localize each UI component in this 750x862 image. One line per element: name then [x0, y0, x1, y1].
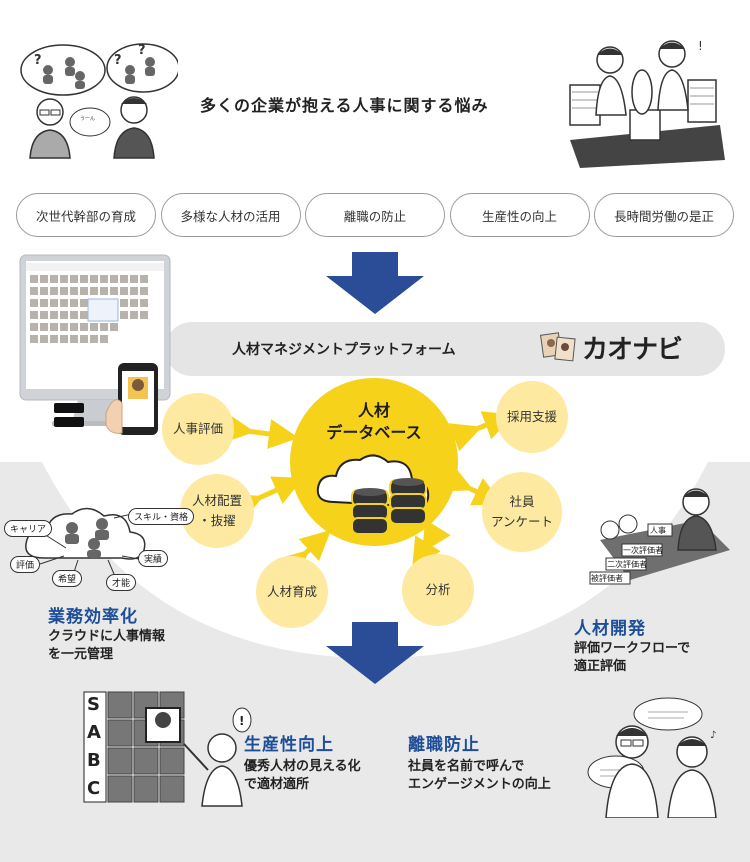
satellite-survey: 社員 アンケート — [482, 472, 562, 552]
satellite-label-line1: 人材配置 — [191, 493, 242, 508]
satellite-recruitment: 採用支援 — [496, 381, 568, 453]
evaluation-workflow-illustration — [589, 488, 730, 585]
satellite-training: 人材育成 — [256, 556, 328, 628]
cloud-database-icon — [316, 454, 430, 535]
database-title-line2: データベース — [326, 423, 422, 442]
worried-managers-illustration: ? ? ? うーん — [20, 43, 178, 159]
hr-info-cloud-illustration — [25, 507, 146, 575]
satellite-label: 人事評価 — [172, 421, 223, 436]
concern-pill: 離職の防止 — [305, 193, 445, 237]
hierarchy-label: 一次評価者 — [623, 546, 663, 555]
down-arrow-icon — [326, 252, 424, 314]
monitor-and-phone-illustration — [19, 254, 171, 435]
hub-connector-arrows — [223, 411, 515, 582]
satellite-label-line2: アンケート — [490, 514, 553, 529]
benefit-retention-text: 社員を名前で呼んで エンゲージメントの向上 — [408, 758, 551, 794]
svg-text:!: ! — [239, 714, 244, 728]
overwhelmed-workers-illustration: ! — [569, 39, 725, 168]
concern-pill: 生産性の向上 — [449, 193, 590, 237]
svg-text:!: ! — [698, 39, 703, 53]
concern-pill: 次世代幹部の育成 — [16, 193, 156, 237]
text-line: 適正評価 — [574, 659, 627, 674]
benefit-development-text: 評価ワークフローで 適正評価 — [574, 640, 690, 676]
logo-text: カオナビ — [582, 334, 683, 365]
concern-pill: 長時間労働の是正 — [594, 193, 734, 237]
svg-text:?: ? — [34, 53, 42, 68]
talent-grid-illustration: ! — [83, 691, 252, 807]
benefit-retention-title: 離職防止 — [408, 735, 480, 755]
satellite-label: 人材育成 — [266, 584, 317, 599]
database-title: 人材 データベース — [290, 400, 458, 444]
text-line: 評価ワークフローで — [574, 641, 691, 656]
tag-wish: 希望 — [52, 570, 83, 587]
face-photos-icon — [540, 332, 576, 362]
text-line: 優秀人材の見える化 — [244, 759, 361, 774]
satellite-label: 分析 — [425, 582, 451, 597]
svg-text:?: ? — [114, 53, 122, 68]
svg-text:?: ? — [138, 43, 146, 58]
grade-letter: S — [87, 694, 100, 715]
satellite-label: 採用支援 — [506, 409, 557, 424]
text-line: を一元管理 — [48, 647, 114, 662]
down-arrow-icon — [326, 622, 424, 684]
satellite-label-line1: 社員 — [509, 494, 535, 509]
hierarchy-label: 人事 — [650, 526, 666, 535]
hierarchy-label: 被評価者 — [591, 574, 623, 583]
colleagues-chatting-illustration: ♪ — [587, 697, 717, 818]
grade-letter: B — [87, 750, 101, 771]
text-line: エンゲージメントの向上 — [408, 777, 551, 792]
grade-letter: A — [87, 722, 101, 743]
benefit-efficiency-title: 業務効率化 — [48, 607, 138, 627]
platform-banner — [165, 322, 725, 376]
grade-letter: C — [87, 778, 101, 799]
tag-talent: 才能 — [106, 574, 137, 591]
platform-label: 人材マネジメントプラットフォーム — [232, 342, 456, 358]
tag-career: キャリア — [4, 520, 53, 537]
satellite-analysis: 分析 — [402, 554, 474, 626]
text-line: 社員を名前で呼んで — [408, 759, 525, 774]
kaonavi-logo: カオナビ — [540, 328, 683, 366]
benefit-development-title: 人材開発 — [574, 619, 646, 639]
tag-evaluation: 評価 — [10, 556, 41, 573]
text-line: で適材適所 — [244, 777, 310, 792]
hierarchy-label: 二次評価者 — [607, 560, 647, 569]
text-line: クラウドに人事情報 — [48, 629, 166, 644]
benefit-efficiency-text: クラウドに人事情報 を一元管理 — [48, 628, 165, 664]
tag-achievement: 実績 — [138, 550, 169, 567]
database-title-line1: 人材 — [357, 401, 390, 420]
satellite-hr-evaluation: 人事評価 — [162, 393, 234, 465]
benefit-productivity-title: 生産性向上 — [244, 735, 334, 755]
tag-skills: スキル・資格 — [128, 508, 195, 525]
satellite-label-line2: ・抜擢 — [198, 513, 236, 528]
headline: 多くの企業が抱える人事に関する悩み — [200, 96, 489, 115]
concern-list: 次世代幹部の育成 多様な人材の活用 離職の防止 生産性の向上 長時間労働の是正 — [16, 193, 734, 239]
svg-text:うーん: うーん — [80, 116, 95, 122]
svg-text:♪: ♪ — [710, 730, 716, 741]
concern-pill: 多様な人材の活用 — [160, 193, 301, 237]
benefit-productivity-text: 優秀人材の見える化 で適材適所 — [244, 758, 361, 794]
